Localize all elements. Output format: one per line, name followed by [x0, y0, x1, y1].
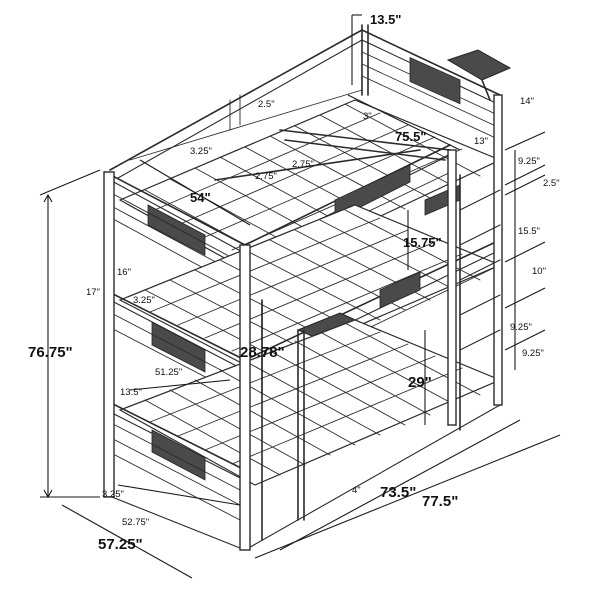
overall-width-line: [61, 504, 193, 579]
overall-length-label: 77.5": [422, 493, 458, 510]
middle-back-mesh-panel: [379, 271, 421, 309]
side-offset-label: 17": [86, 287, 100, 298]
top-width-label: 54": [190, 190, 211, 205]
middle-side-mesh-panel: [151, 321, 206, 373]
far-right-post: [447, 149, 457, 426]
bottom-clearance-label: 29": [408, 374, 432, 391]
overall-length-line: [254, 434, 561, 559]
inner-width-label: 52.75": [122, 517, 149, 528]
top-side-mesh-panel: [147, 204, 206, 256]
front-right-post: [239, 244, 251, 551]
mattress-length-line: [279, 419, 521, 551]
slat-gap-b-label: 2.75": [255, 171, 277, 182]
upper-spacing-label: 3.25": [190, 146, 212, 157]
back-right-post: [493, 94, 503, 406]
top-width-line: [139, 159, 251, 226]
dimension-labels: 13.5" 2.5" 14" 3.25" 2.75" 2.75" 3" 75.5…: [28, 12, 560, 553]
ladder-rung: [459, 189, 501, 211]
side-length-label: 51.25": [155, 367, 182, 378]
overall-height-label: 76.75": [28, 344, 73, 361]
bottom-side-rail: [104, 399, 246, 471]
inner-length-line: [347, 94, 461, 151]
rung-d-label: 9.25": [510, 322, 532, 333]
bed-frame: [103, 24, 512, 551]
top-rail-height-label: 13.5": [370, 12, 401, 27]
lower-spacing-label: 13.5": [120, 387, 142, 398]
rung-b-label: 15.5": [518, 226, 540, 237]
inner-width-line: [117, 484, 241, 506]
middle-deck-grid: [144, 209, 481, 361]
rung-gap-label: 2.5": [543, 178, 560, 189]
front-left-post: [103, 171, 115, 498]
side-length-line: [129, 379, 231, 391]
slat-gap-a-label: 2.75": [292, 159, 314, 170]
mid-panel-spacing-label: 3.25": [133, 295, 155, 306]
ladder-step-width-label: 14": [520, 96, 534, 107]
rung-a-label: 9.25": [518, 156, 540, 167]
mattress-length-label: 73.5": [380, 484, 416, 501]
overall-width-label: 57.25": [98, 536, 143, 553]
rung-e-label: 9.25": [522, 348, 544, 359]
mid-spacing-label: 16": [117, 267, 131, 278]
floor-front-edge: [244, 404, 501, 551]
top-ladder-platform: [446, 49, 512, 81]
foot-height-label: 4": [352, 485, 361, 496]
ladder-offset-label: 13": [474, 136, 488, 147]
mid-clearance-label: 28.78": [240, 344, 285, 361]
floor-left-edge: [106, 494, 246, 551]
dimension-lines: [39, 14, 561, 579]
top-back-mesh-panel: [409, 56, 461, 105]
top-guard-bar: [279, 129, 451, 151]
guard-height-label: 3": [363, 111, 372, 122]
rung-c-label: 10": [532, 266, 546, 277]
inner-length-label: 75.5": [395, 129, 426, 144]
panel-top-gap-label: 2.5": [258, 99, 275, 110]
top-clearance-label: 15.75": [403, 235, 442, 250]
bottom-spacing-label: 3.25": [102, 489, 124, 500]
top-back-rail: [109, 29, 501, 171]
